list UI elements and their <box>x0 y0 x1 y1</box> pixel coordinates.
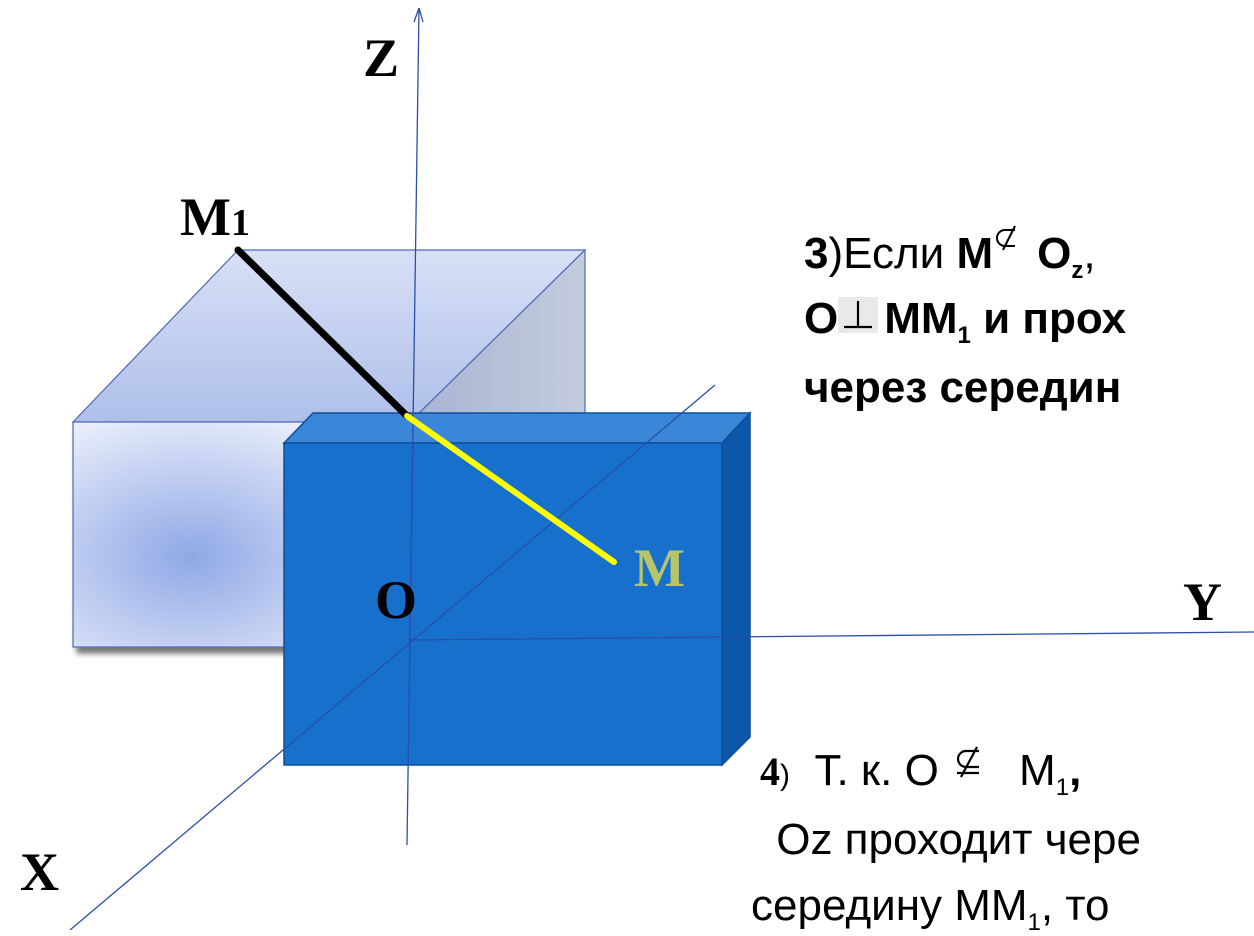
z-axis <box>406 7 420 846</box>
point-m1-sub: 1 <box>231 202 250 244</box>
x-axis <box>69 384 716 930</box>
step4-number: 4 <box>760 749 780 794</box>
not-subset-icon <box>996 225 1017 251</box>
point-m1-letter: M <box>180 187 231 247</box>
segment-m1-o <box>234 246 411 420</box>
step3-line3: через середин <box>804 363 1122 412</box>
step4-line3-sub: 1 <box>1027 909 1041 936</box>
step3-comma: , <box>1083 229 1096 278</box>
step3-axis-z-sub: z <box>1071 257 1084 284</box>
step4-m1-comma: , <box>1069 746 1082 795</box>
step4-line1: 4) Т. к. O M1, <box>760 745 1082 800</box>
point-m-label: M <box>634 538 685 598</box>
y-axis <box>407 631 1254 641</box>
point-m1-label: M1 <box>180 187 250 247</box>
step3-line2: O MM1 и прох <box>804 294 1127 348</box>
step4-line3-rest: , то <box>1040 881 1110 930</box>
step3-if: Если <box>843 229 957 278</box>
step3-line2-mm-sub: 1 <box>957 322 971 349</box>
front-box-side-face <box>721 411 751 767</box>
step4-line3-text: середину MM <box>751 881 1028 930</box>
step4-m1: M <box>1019 746 1056 795</box>
segment-o-m <box>404 413 617 565</box>
step3-paren: ) <box>828 229 844 278</box>
axis-x-label: X <box>20 842 59 902</box>
z-axis-arrow-right <box>418 7 424 23</box>
perpendicular-icon <box>838 297 879 333</box>
step3-number: 3 <box>804 229 829 278</box>
origin-label: O <box>375 570 417 630</box>
axis-y-label: Y <box>1183 572 1222 632</box>
not-subset-equal-icon <box>957 746 980 778</box>
step3-line2-mm: MM <box>884 294 958 343</box>
step3-axis-o: O <box>1037 229 1072 278</box>
front-box-top-face <box>282 412 752 444</box>
step4-tk: Т. к. O <box>790 746 952 795</box>
z-axis-arrow-left <box>413 7 420 23</box>
axes <box>69 7 1254 930</box>
step4-line3: середину MM1, то <box>751 881 1110 935</box>
front-box <box>282 411 752 767</box>
axis-z-label: Z <box>363 28 399 88</box>
step4-line2: Oz проходит чере <box>764 815 1141 864</box>
front-box-front-face <box>283 442 723 766</box>
step4-paren: ) <box>780 759 790 792</box>
step4-m1-sub: 1 <box>1055 774 1070 801</box>
step3-line2-o: O <box>804 294 839 343</box>
step3-m: M <box>956 229 994 278</box>
step3-line2-rest: и прох <box>970 294 1127 343</box>
